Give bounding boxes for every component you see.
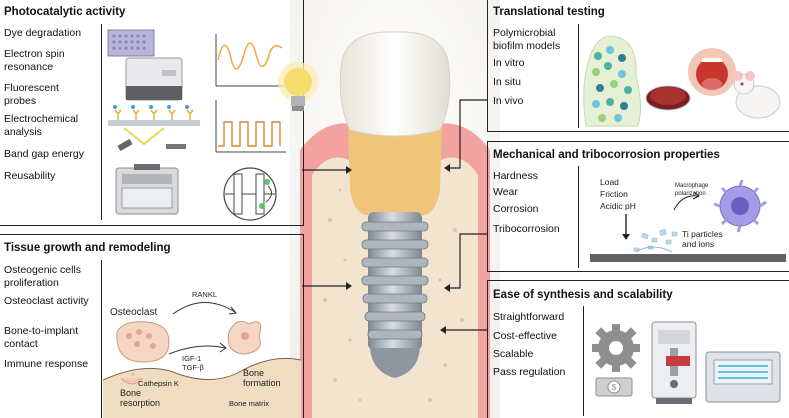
tissue-item-bic: Bone-to-implant contact	[4, 325, 79, 350]
synthesis-machine-icon	[651, 321, 697, 404]
mechanical-item-hardness: Hardness	[493, 170, 538, 182]
synthesis-item-regulation: Pass regulation	[493, 366, 566, 378]
translational-item-invitro: In vitro	[493, 57, 525, 69]
rankl-label: RANKL	[192, 290, 218, 299]
macrophage-icon	[713, 180, 767, 233]
translational-illustrations	[583, 35, 781, 127]
mechanical-item-tribocorrosion: Tribocorrosion	[493, 223, 560, 235]
synthesis-title: Ease of synthesis and scalability	[493, 289, 673, 301]
translational-divider	[578, 24, 580, 128]
tribocorrosion-illustration	[590, 180, 786, 262]
macrophage-label: Macrophage polarization	[675, 183, 709, 197]
crown	[339, 31, 451, 137]
synthesis-item-costeffective: Cost-effective	[493, 330, 557, 342]
plate-reader-icon	[107, 29, 183, 101]
cathepsin-label: Cathepsin K	[138, 379, 179, 388]
tissue-item-osteogenic: Osteogenic cells proliferation	[4, 264, 82, 289]
mechanical-title: Mechanical and tribocorrosion properties	[493, 149, 720, 161]
rankl-arrow	[172, 302, 236, 315]
osteoclast-label: Osteoclast	[110, 307, 158, 318]
photocatalytic-panel-frame	[0, 0, 304, 226]
abutment	[348, 128, 442, 215]
bone-formation-label: Bone formation	[243, 368, 281, 388]
photocurrent-pulse-icon	[215, 100, 286, 153]
particles-label: Ti particles and ions	[682, 229, 723, 249]
bone-resorption-label: Bone resorption	[120, 388, 161, 408]
mouse-icon	[733, 71, 781, 119]
translational-title: Translational testing	[493, 6, 605, 18]
biofilm-icon	[583, 35, 642, 127]
mouth-icon	[688, 48, 736, 96]
translational-panel-frame	[487, 0, 789, 132]
acidic-label: Acidic pH	[600, 201, 636, 211]
photocatalytic-item-dye: Dye degradation	[4, 27, 82, 39]
synthesis-item-straightforward: Straightforward	[493, 311, 565, 323]
mechanical-item-wear: Wear	[493, 186, 518, 198]
load-label: Load	[600, 177, 619, 187]
svg-text:$: $	[612, 383, 617, 392]
tissue-item-osteoclast: Osteoclast activity	[4, 295, 89, 307]
photocatalytic-illustrations	[107, 29, 286, 221]
osteoclast-cell-icon	[116, 321, 170, 363]
tissue-divider	[101, 260, 103, 418]
electrochemical-sensor-icon	[108, 105, 200, 152]
photocatalytic-item-esr: Electron spin resonance	[4, 48, 65, 73]
spectrometer-icon	[115, 164, 179, 215]
synthesis-item-scalable: Scalable	[493, 348, 534, 360]
photocatalytic-item-reusability: Reusability	[4, 170, 56, 182]
band-gap-diagram-icon	[223, 167, 277, 221]
tgf-label: TGF-β	[182, 363, 204, 372]
photocatalytic-title: Photocatalytic activity	[4, 6, 126, 18]
friction-label: Friction	[600, 189, 628, 199]
bone-matrix-shape	[103, 358, 301, 418]
tissue-item-immune: Immune response	[4, 358, 89, 370]
tissue-panel-frame	[0, 234, 304, 418]
mechanical-divider	[578, 166, 580, 268]
igf-arrow	[168, 345, 226, 355]
bone-remodeling-illustration	[103, 302, 301, 418]
photocatalytic-divider	[101, 24, 103, 220]
money-icon: $	[595, 377, 633, 397]
igf-label: IGF-1	[182, 354, 202, 363]
reactor-icon	[705, 351, 781, 403]
synthesis-panel-frame	[487, 280, 789, 418]
translational-item-biofilm: Polymicrobial biofilm models	[493, 27, 561, 52]
photocatalytic-item-bandgap: Band gap energy	[4, 148, 84, 160]
osteoblast-cell-icon	[227, 320, 262, 355]
synthesis-illustrations: $	[592, 321, 781, 404]
photocatalytic-item-electrochemical: Electrochemical analysis	[4, 113, 79, 138]
mechanical-panel-frame	[487, 141, 789, 272]
central-implant-illustration	[290, 0, 500, 418]
mechanical-item-corrosion: Corrosion	[493, 203, 539, 215]
implant-screw	[361, 212, 429, 378]
bone-matrix-label: Bone matrix	[229, 399, 270, 408]
synthesis-divider	[583, 306, 585, 416]
petri-dish-icon	[645, 85, 691, 111]
translational-item-invivo: In vivo	[493, 95, 524, 107]
esr-spectrum-icon	[215, 34, 284, 87]
translational-item-insitu: In situ	[493, 76, 522, 88]
tissue-title: Tissue growth and remodeling	[4, 242, 171, 254]
photocatalytic-item-fluorescent: Fluorescent probes	[4, 82, 59, 107]
light-bulb-icon	[278, 62, 318, 111]
